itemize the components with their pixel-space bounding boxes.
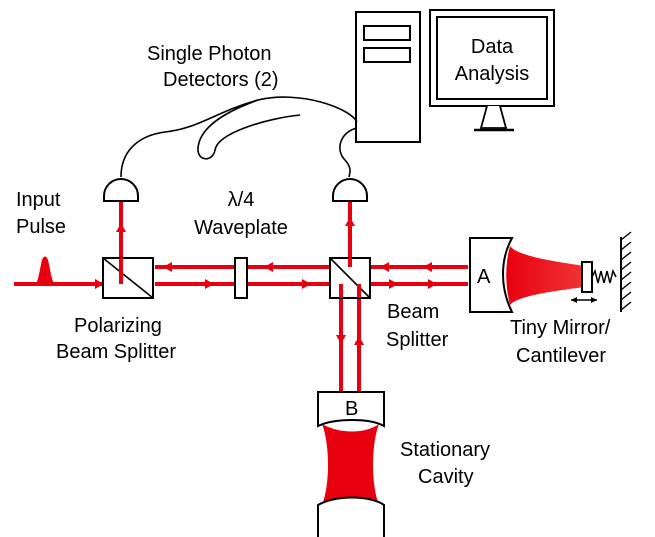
detector-cable-coil — [197, 99, 301, 160]
detector-right — [332, 178, 368, 202]
detectors-label-line1: Single Photon — [147, 43, 272, 65]
detectors-label-line2: Detectors (2) — [163, 69, 279, 91]
mirror-a-label: A — [477, 266, 491, 288]
cavity-label-line2: Cavity — [418, 466, 474, 488]
input-label-line1: Input — [16, 189, 61, 211]
bs-label-line2: Splitter — [386, 329, 449, 351]
mirror-label-line1: Tiny Mirror/ — [510, 317, 611, 339]
polarizing-beam-splitter — [102, 257, 154, 299]
input-label-line2: Pulse — [16, 216, 66, 238]
beam-direction-arrows — [95, 217, 437, 345]
beam-splitter — [329, 257, 371, 299]
mirror-b-label: B — [345, 398, 358, 420]
pbs-label-line1: Polarizing — [74, 315, 162, 337]
data-analysis-monitor — [429, 9, 555, 132]
detector-cable-right — [339, 127, 358, 178]
quarter-waveplate — [234, 257, 248, 299]
waveplate-label-line1: λ/4 — [228, 189, 255, 211]
pbs-label-line2: Beam Splitter — [56, 341, 176, 363]
computer-tower — [355, 11, 421, 143]
analysis-label-line2: Analysis — [455, 63, 529, 85]
cavity-label-line1: Stationary — [400, 439, 490, 461]
detector-cable-left — [120, 96, 358, 178]
stationary-cavity — [317, 391, 385, 537]
detector-left — [103, 178, 139, 202]
mirror-label-line2: Cantilever — [516, 345, 606, 367]
analysis-label-line1: Data — [471, 36, 514, 58]
input-pulse — [14, 256, 103, 286]
bs-label-line1: Beam — [387, 301, 439, 323]
waveplate-label-line2: Waveplate — [194, 217, 288, 239]
mirror-a-assembly — [469, 231, 632, 313]
